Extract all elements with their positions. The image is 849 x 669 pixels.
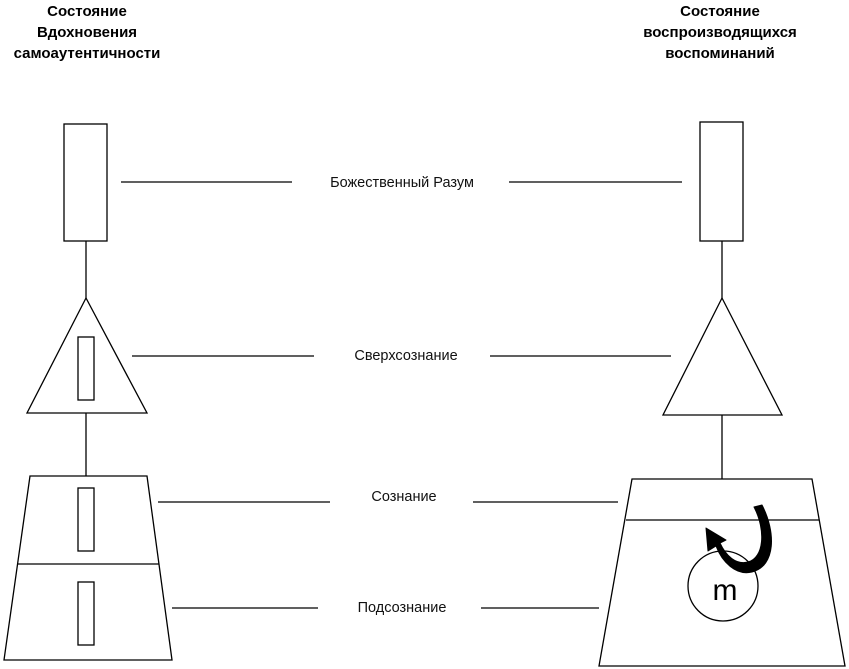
right-title-line-2: воспроизводящихся [643, 24, 797, 41]
level-superconsciousness: Сверхсознание [132, 348, 671, 364]
level-label-divine-mind: Божественный Разум [330, 175, 474, 191]
left-title-line-1: Состояние [47, 3, 127, 20]
right-divine-rect [699, 121, 744, 242]
left-title-line-3: самоаутентичности [14, 45, 161, 62]
level-consciousness: Сознание [158, 489, 618, 505]
left-super-inner-rect [77, 336, 95, 401]
right-title-line-1: Состояние [680, 3, 760, 20]
right-mind-trapezoid [598, 478, 846, 667]
level-label-consciousness: Сознание [371, 489, 436, 505]
level-subconsciousness: Подсознание [172, 600, 599, 616]
left-column [3, 123, 173, 661]
left-conscious-inner-rect [77, 487, 95, 552]
curved-arrow-icon [705, 504, 772, 574]
memory-label: m [713, 574, 738, 607]
left-divine-rect [63, 123, 108, 242]
left-subconscious-inner-rect [77, 581, 95, 646]
level-label-subconsciousness: Подсознание [358, 600, 447, 616]
right-super-triangle [661, 296, 784, 416]
left-mind-trapezoid [3, 475, 173, 661]
right-title-line-3: воспоминаний [665, 45, 775, 62]
level-label-superconsciousness: Сверхсознание [354, 348, 457, 364]
level-divine-mind: Божественный Разум [121, 175, 682, 191]
left-title-line-2: Вдохновения [37, 24, 137, 41]
right-column: m [598, 121, 846, 667]
